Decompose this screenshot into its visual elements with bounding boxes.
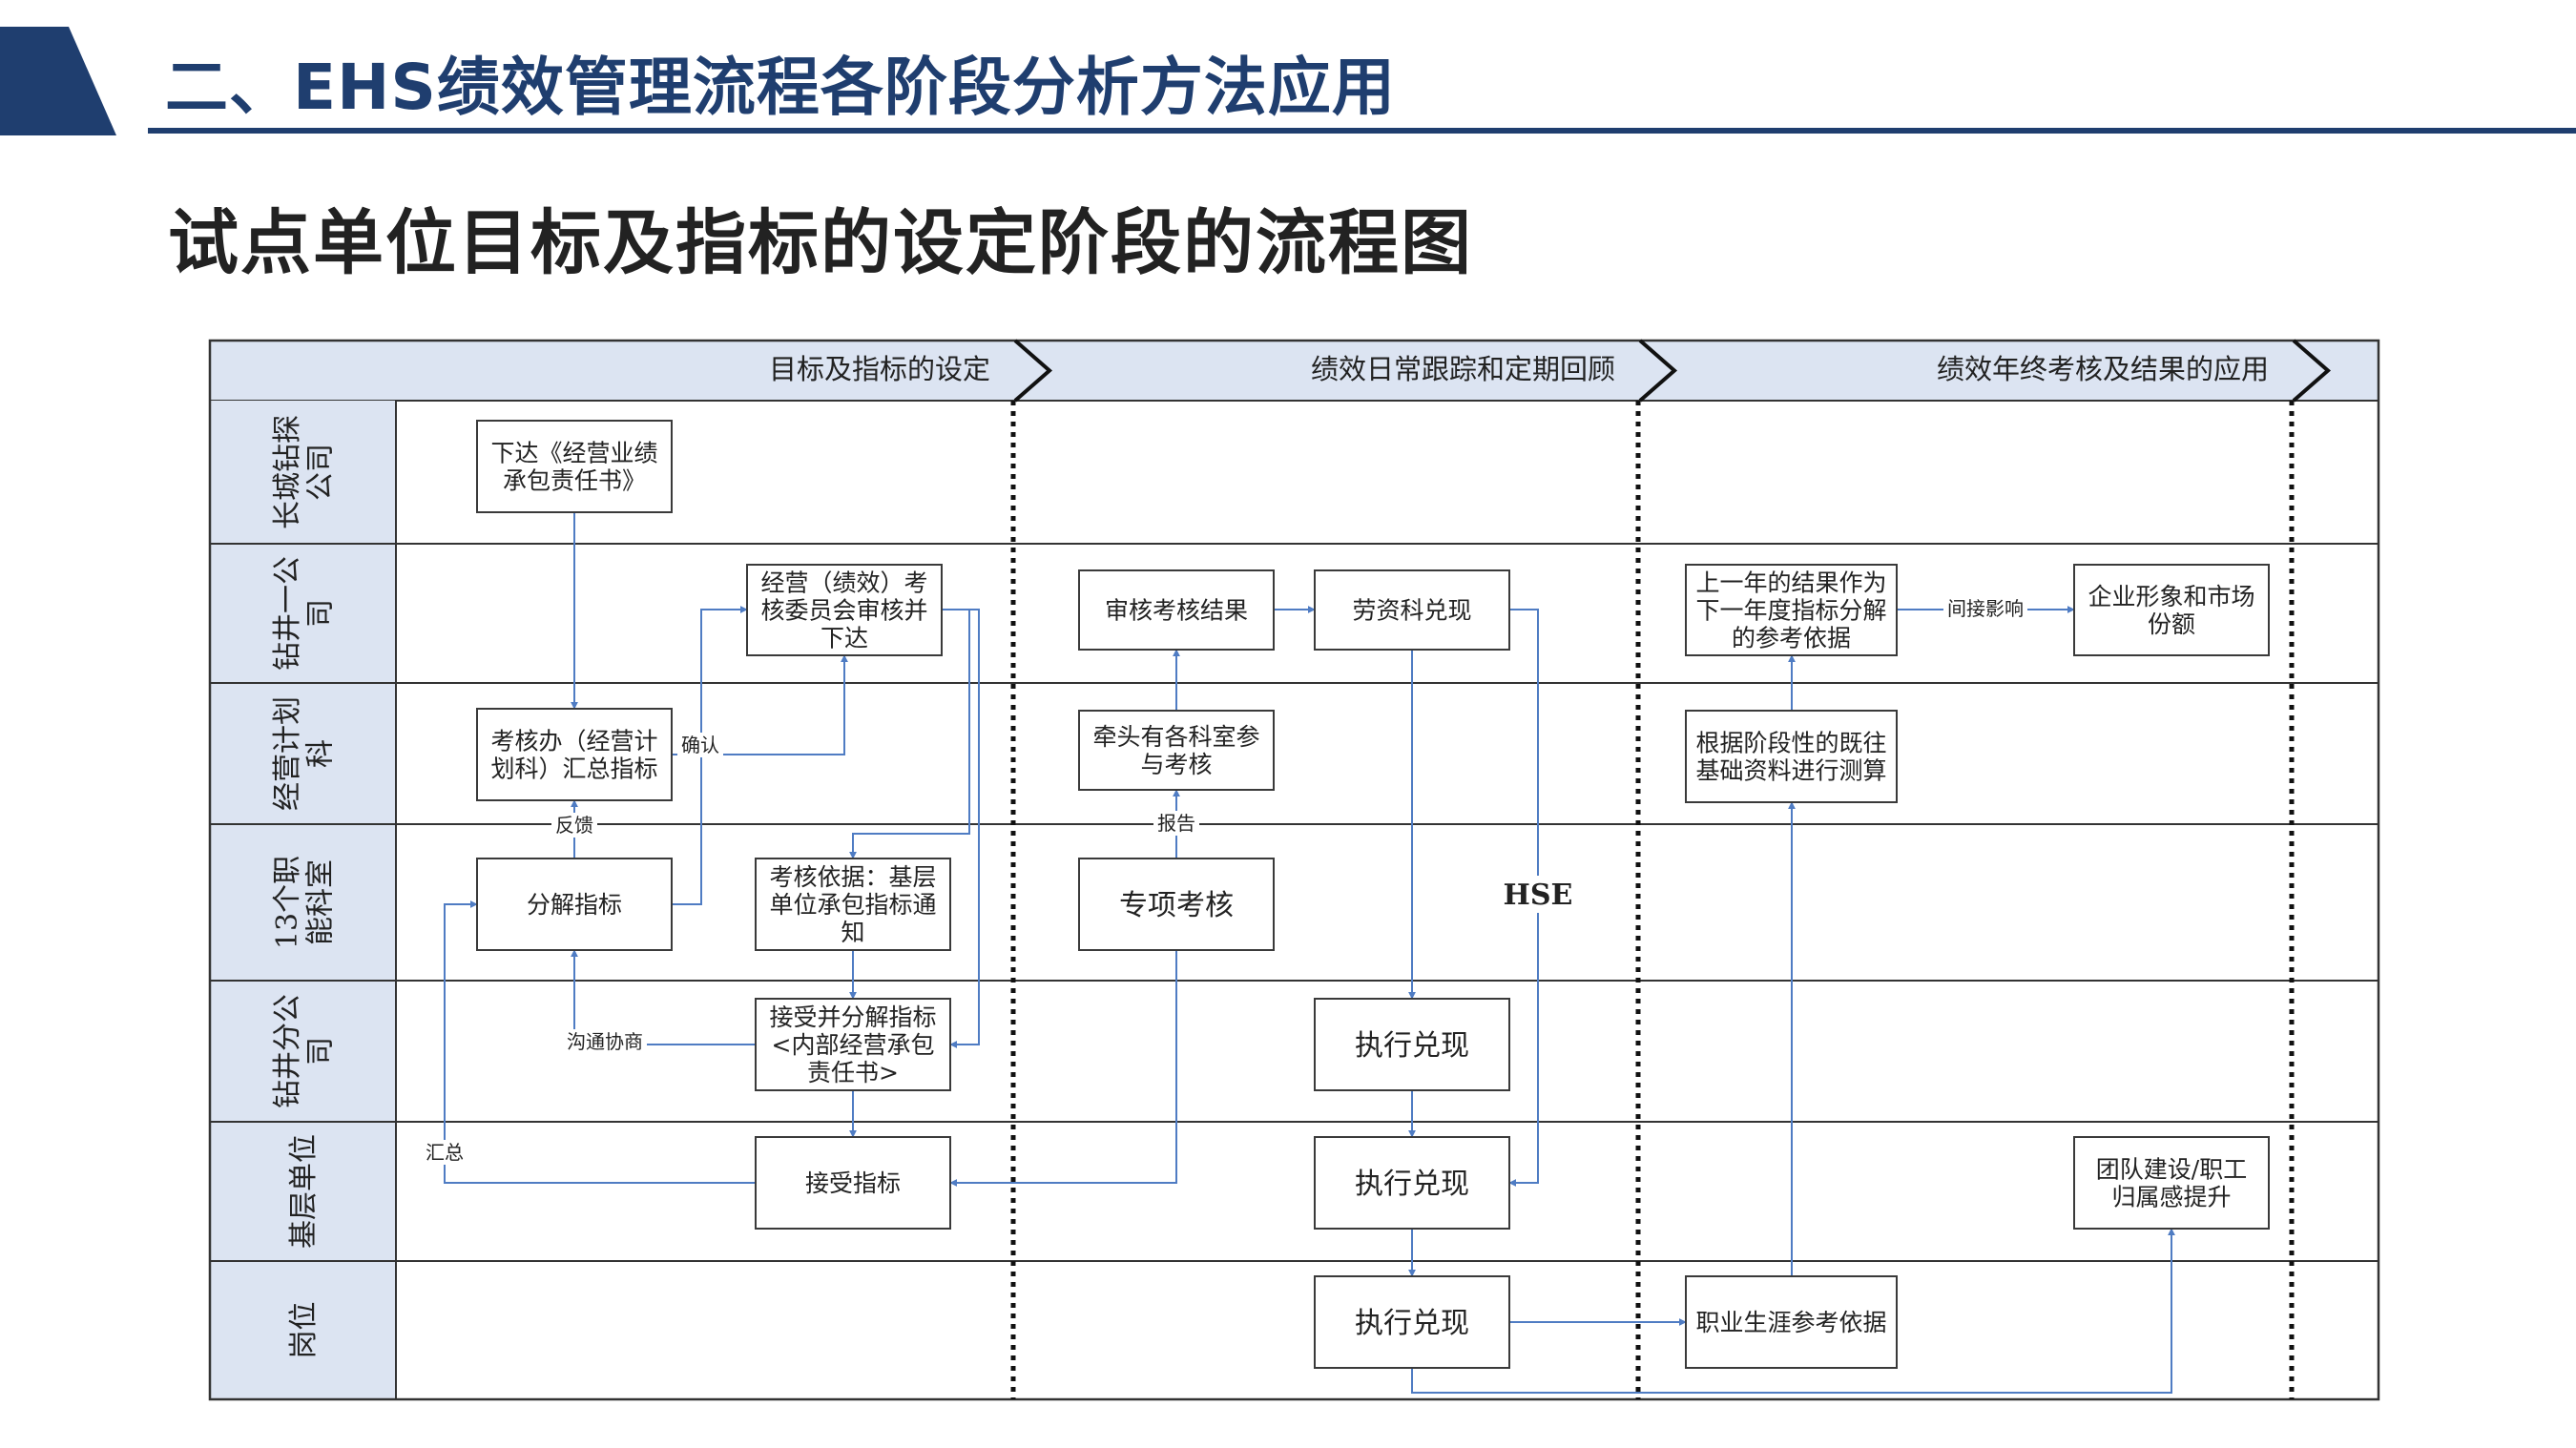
process-box-b7: 接受指标 xyxy=(755,1136,951,1230)
process-box-b1: 下达《经营业绩承包责任书》 xyxy=(476,420,673,513)
phase-label-2: 绩效日常跟踪和定期回顾 xyxy=(1311,353,1615,385)
process-box-text-b3: 考核办（经营计划科）汇总指标 xyxy=(490,728,657,783)
lane-label-2: 钻井一公司 xyxy=(271,556,338,671)
edge-label-feedback: 反馈 xyxy=(555,814,593,837)
slide-title: 二、EHS绩效管理流程各阶段分析方法应用 xyxy=(165,51,1396,124)
process-box-text-b19: 职业生涯参考依据 xyxy=(1695,1309,1886,1336)
process-box-b9: 劳资科兑现 xyxy=(1314,569,1510,651)
process-box-b6: 接受并分解指标<内部经营承包责任书> xyxy=(755,998,951,1091)
process-box-b8: 审核考核结果 xyxy=(1078,569,1275,651)
process-box-b2: 经营（绩效）考核委员会审核并下达 xyxy=(746,564,943,656)
lane-label-5: 钻井分公司 xyxy=(271,994,338,1108)
edge-b14-b18 xyxy=(1411,1228,2175,1394)
process-box-b17: 根据阶段性的既往基础资料进行测算 xyxy=(1685,710,1898,803)
process-box-text-b11: 专项考核 xyxy=(1119,889,1234,922)
process-box-text-b2: 经营（绩效）考核委员会审核并下达 xyxy=(760,569,927,652)
process-box-b19: 职业生涯参考依据 xyxy=(1685,1275,1898,1369)
process-box-text-b5: 考核依据：基层单位承包指标通知 xyxy=(769,863,936,946)
process-box-b18: 团队建设/职工归属感提升 xyxy=(2073,1136,2270,1230)
process-box-text-b12: 执行兑现 xyxy=(1355,1029,1469,1063)
edge-b2-b6 xyxy=(942,609,980,1048)
process-box-b10: 牵头有各科室参与考核 xyxy=(1078,710,1275,791)
process-box-text-b1: 下达《经营业绩承包责任书》 xyxy=(490,440,657,495)
edge-label-negotiate: 沟通协商 xyxy=(567,1030,643,1053)
lane-label-3: 经营计划科 xyxy=(271,696,338,811)
corner-decoration xyxy=(0,27,116,135)
lane-label-7: 岗位 xyxy=(287,1302,321,1359)
edge-label-summary: 汇总 xyxy=(426,1141,464,1164)
process-box-text-b18: 团队建设/职工归属感提升 xyxy=(2096,1156,2247,1211)
phase-label-1: 目标及指标的设定 xyxy=(769,353,990,385)
edge-b3-b2 xyxy=(672,654,848,755)
edge-label-confirm: 确认 xyxy=(681,734,719,756)
lane-label-4: 13个职能科室 xyxy=(271,856,338,949)
lane-label-1: 长城钻探公司 xyxy=(271,415,338,529)
phase-chevron-3 xyxy=(2292,339,2332,403)
process-box-b15: 上一年的结果作为下一年度指标分解的参考依据 xyxy=(1685,564,1898,656)
lane-label-6: 基层单位 xyxy=(287,1134,321,1249)
edge-label-indirect: 间接影响 xyxy=(1947,597,2024,620)
process-box-b3: 考核办（经营计划科）汇总指标 xyxy=(476,708,673,801)
title-divider xyxy=(148,128,2576,134)
process-box-text-b15: 上一年的结果作为下一年度指标分解的参考依据 xyxy=(1695,569,1886,652)
phase-chevron-2 xyxy=(1638,339,1678,403)
edge-b11-b7 xyxy=(949,950,1177,1187)
process-box-b14: 执行兑现 xyxy=(1314,1275,1510,1369)
phase-chevron-1 xyxy=(1013,339,1053,403)
diagram-frame xyxy=(208,339,2380,1401)
diagram-subtitle: 试点单位目标及指标的设定阶段的流程图 xyxy=(168,202,1473,284)
process-box-b16: 企业形象和市场份额 xyxy=(2073,564,2270,656)
edge-label-hse: HSE xyxy=(1504,879,1573,912)
edge-b7-b4 xyxy=(444,900,756,1184)
process-box-text-b8: 审核考核结果 xyxy=(1105,597,1248,625)
process-box-text-b7: 接受指标 xyxy=(805,1169,901,1197)
process-box-text-b17: 根据阶段性的既往基础资料进行测算 xyxy=(1695,730,1886,785)
process-box-text-b13: 执行兑现 xyxy=(1355,1168,1469,1201)
process-box-text-b6: 接受并分解指标<内部经营承包责任书> xyxy=(769,1003,936,1086)
phase-label-3: 绩效年终考核及结果的应用 xyxy=(1937,353,2269,385)
edge-label-report: 报告 xyxy=(1157,812,1195,835)
process-box-b11: 专项考核 xyxy=(1078,858,1275,951)
process-box-text-b14: 执行兑现 xyxy=(1355,1307,1469,1340)
process-box-text-b9: 劳资科兑现 xyxy=(1352,597,1471,625)
process-box-text-b16: 企业形象和市场份额 xyxy=(2088,583,2254,638)
process-box-text-b10: 牵头有各科室参与考核 xyxy=(1092,723,1259,778)
process-box-text-b4: 分解指标 xyxy=(527,891,622,919)
process-box-b4: 分解指标 xyxy=(476,858,673,951)
process-box-b12: 执行兑现 xyxy=(1314,998,1510,1091)
process-box-b5: 考核依据：基层单位承包指标通知 xyxy=(755,858,951,951)
lane-label-column xyxy=(210,401,396,1399)
process-box-b13: 执行兑现 xyxy=(1314,1136,1510,1230)
